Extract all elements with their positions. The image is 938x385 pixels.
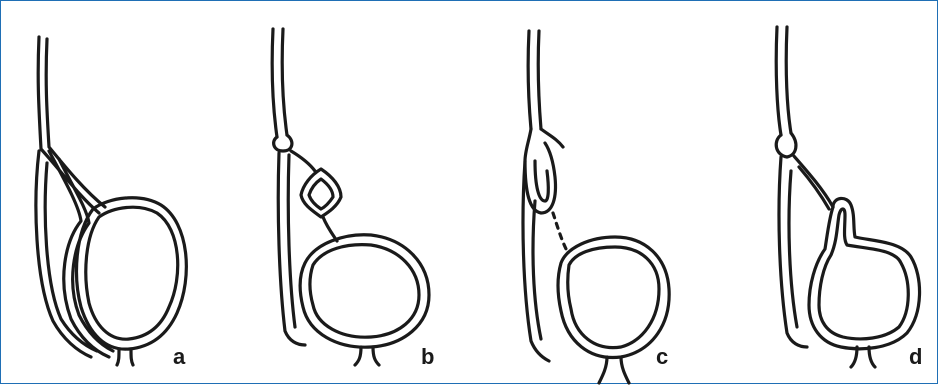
panel-d-canal-outer <box>779 157 807 347</box>
panel-c-drawing <box>523 31 669 383</box>
panel-c-stalk-left <box>599 357 607 383</box>
panel-c-dashed-tract <box>553 213 567 251</box>
panel-b-canal-outer <box>278 153 305 345</box>
panel-b-sac-outer <box>300 235 429 347</box>
panel-a-duct-inner <box>46 39 105 207</box>
panel-label-b: b <box>421 346 434 368</box>
panel-d-tract-inner <box>799 167 829 209</box>
panel-d-canal-inner <box>789 171 797 327</box>
panel-b-notch <box>274 135 292 151</box>
panel-b-canal-inner <box>288 155 295 327</box>
panel-d-stalk-right <box>869 347 875 367</box>
panel-c-duct-inner <box>538 31 541 129</box>
panel-b-drawing <box>272 29 429 365</box>
panel-a-sac-outer <box>77 198 187 349</box>
panel-c-canal-inner <box>533 201 541 339</box>
panel-d-drawing <box>776 27 919 367</box>
panel-a-stalk-right <box>131 349 133 365</box>
panel-c-loop-outer <box>525 129 555 213</box>
panel-b-cyst-inner <box>309 179 333 209</box>
panel-b-stalk <box>323 217 337 241</box>
panel-a-stalk-left <box>117 349 119 365</box>
panel-a-drawing <box>36 37 186 365</box>
panel-d-tract-outer <box>793 155 833 207</box>
panel-label-a: a <box>173 346 185 368</box>
panel-d-duct-inner <box>786 27 791 133</box>
panel-a-sac-inner <box>86 207 178 339</box>
panel-c-stalk-right <box>621 357 629 383</box>
panel-label-d: d <box>909 346 922 368</box>
panel-c-loop-inner <box>535 161 548 201</box>
panel-c-sac-inner <box>568 247 659 348</box>
panel-b-stalk-left <box>355 347 361 365</box>
panel-b-neck <box>291 151 315 171</box>
panel-b-duct-outer <box>272 29 277 137</box>
panel-c-duct-outer <box>528 31 531 129</box>
panel-d-duct-outer <box>776 27 781 135</box>
panel-c-sac-outer <box>558 237 669 358</box>
panel-b-sac-inner <box>310 245 419 338</box>
panel-d-notch <box>776 133 796 157</box>
panel-d-sac-inner <box>819 209 908 339</box>
panel-label-c: c <box>656 346 668 368</box>
panel-b-duct-inner <box>282 29 287 135</box>
panel-b-stalk-right <box>373 347 379 365</box>
